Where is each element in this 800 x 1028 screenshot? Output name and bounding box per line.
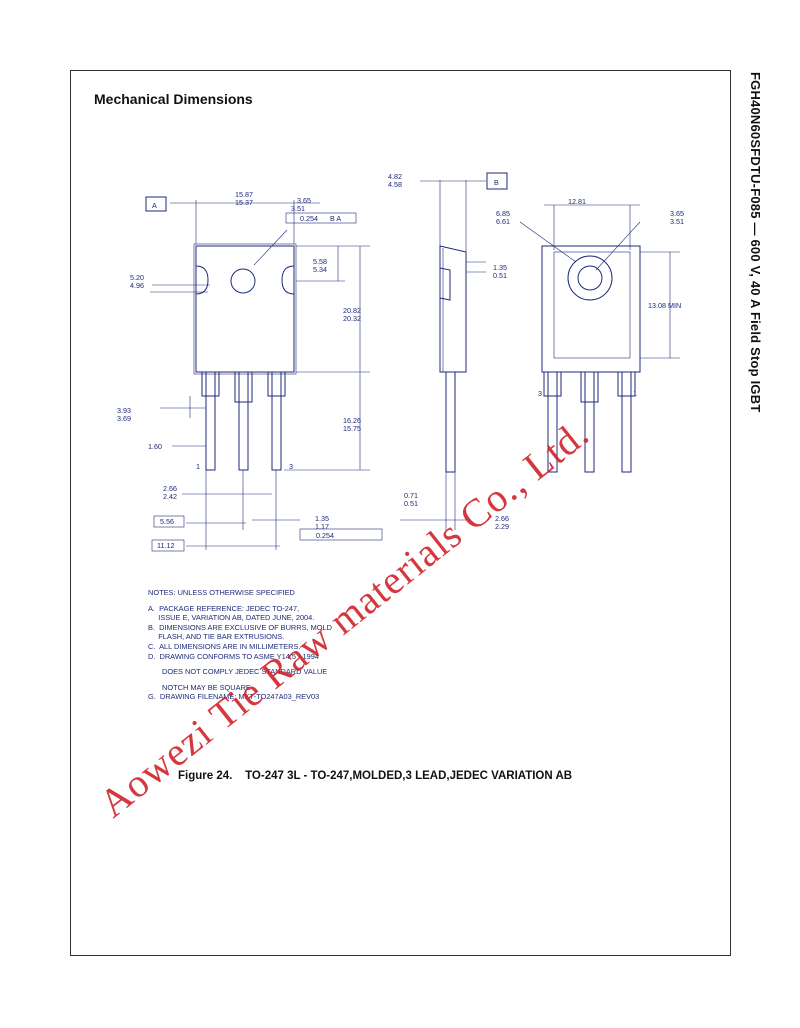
dim-3-65-b: 3.65 (670, 209, 684, 218)
side-body (439, 245, 467, 373)
dim-5-58: 5.58 (313, 257, 327, 266)
dim-1-60: 1.60 (148, 442, 162, 451)
front-lead-3-shoulder (267, 371, 286, 397)
datum-b-label: B (494, 178, 499, 187)
pin-3-back: 3 (538, 389, 542, 398)
front-fcf (285, 212, 357, 224)
back-lead-3-shoulder (543, 371, 562, 397)
front-mounting-hole (230, 268, 256, 294)
notes-header: NOTES: UNLESS OTHERWISE SPECIFIED (148, 588, 295, 597)
front-lead-1-shoulder (201, 371, 220, 397)
dim-1-35-a: 1.35 (315, 514, 329, 523)
dim-12-81: 12.81 (568, 197, 586, 206)
datum-a-label: A (152, 201, 157, 210)
back-lead-2-shoulder (580, 371, 599, 403)
note-g: G. DRAWING FILENAME: MKT-TO247A03_REV03 (148, 692, 320, 702)
dim-0-51-a: 0.51 (493, 271, 507, 280)
drawing-notes: NOTES: UNLESS OTHERWISE SPECIFIED A. PAC… (148, 588, 332, 702)
dim-0-254-a: 0.254 (300, 214, 318, 223)
dim-15-87: 15.87 (235, 190, 253, 199)
dim-2-29: 2.29 (495, 522, 509, 531)
dim-13-08-min: 13.08 MIN (648, 301, 681, 310)
dim-0-254-b: 0.254 (316, 531, 334, 540)
side-view (400, 172, 508, 530)
figure-caption: Figure 24. TO-247 3L - TO-247,MOLDED,3 L… (178, 770, 573, 782)
pin-3-front: 3 (289, 462, 293, 471)
note-a-line2: ISSUE E, VARIATION AB, DATED JUNE, 2004. (148, 613, 315, 623)
lead-fcf (299, 528, 383, 541)
front-body-outline (193, 243, 297, 375)
back-view (519, 204, 680, 473)
page-frame (70, 70, 731, 956)
back-heatsink (553, 251, 631, 359)
note-b-line2: FLASH, AND TIE BAR EXTRUSIONS. (148, 632, 285, 642)
dim-5-34: 5.34 (313, 265, 327, 274)
note-a-line1: A. PACKAGE REFERENCE: JEDEC TO-247, (148, 603, 300, 613)
dim-1-35-b: 1.35 (493, 263, 507, 272)
note-c: C. ALL DIMENSIONS ARE IN MILLIMETERS. (148, 641, 301, 651)
dim-2-66-a: 2.66 (163, 484, 177, 493)
pin-1-front: 1 (196, 462, 200, 471)
dim-11-12: 11.12 (157, 541, 174, 550)
dim-20-32: 20.32 (343, 314, 361, 323)
dim-2-66-b: 2.66 (495, 514, 509, 523)
front-notch-right (281, 265, 295, 295)
note-b-line1: B. DIMENSIONS ARE EXCLUSIVE OF BURRS, MO… (148, 622, 332, 632)
dim-0-51-b: 0.51 (404, 499, 418, 508)
note-d: D. DRAWING CONFORMS TO ASME Y14.5 - 1994 (148, 651, 319, 661)
datum-a-box (145, 196, 167, 212)
dim-3-93: 3.93 (117, 406, 131, 415)
front-notch-left (195, 265, 209, 295)
datum-ref-ba: B A (330, 214, 341, 223)
section-heading: Mechanical Dimensions (94, 91, 253, 107)
dim-box-556 (153, 515, 185, 528)
dim-3-51: 3.51 (291, 204, 305, 213)
dim-15-37: 15.37 (235, 198, 253, 207)
front-lead-2-shoulder (234, 371, 253, 403)
dim-3-69: 3.69 (117, 414, 131, 423)
pin-1-back: 1 (633, 389, 637, 398)
dim-3-65: 3.65 (297, 196, 311, 205)
dim-4-58: 4.58 (388, 180, 402, 189)
back-boss (567, 255, 613, 301)
back-lead-1-shoulder (617, 371, 636, 397)
note-f: NOTCH MAY BE SQUARE (162, 682, 251, 692)
dim-3-51-b: 3.51 (670, 217, 684, 226)
side-tab (439, 267, 451, 301)
dim-1-17: 1.17 (315, 522, 329, 531)
note-e: DOES NOT COMPLY JEDEC STANDARD VALUE (162, 667, 328, 677)
dim-5-20: 5.20 (130, 273, 144, 282)
dim-4-96: 4.96 (130, 281, 144, 290)
dim-15-75: 15.75 (343, 424, 361, 433)
dim-4-82: 4.82 (388, 172, 402, 181)
front-view (145, 196, 383, 552)
side-lead (445, 371, 456, 473)
dim-5-56: 5.56 (160, 517, 174, 526)
dim-box-1112 (151, 539, 185, 552)
dim-6-61: 6.61 (496, 217, 510, 226)
dim-16-26: 16.26 (343, 416, 361, 425)
back-mounting-hole (577, 265, 603, 291)
datum-b-box (486, 172, 508, 190)
dim-0-71: 0.71 (404, 491, 418, 500)
dim-6-85: 6.85 (496, 209, 510, 218)
dim-20-82: 20.82 (343, 306, 361, 315)
dim-2-42: 2.42 (163, 492, 177, 501)
